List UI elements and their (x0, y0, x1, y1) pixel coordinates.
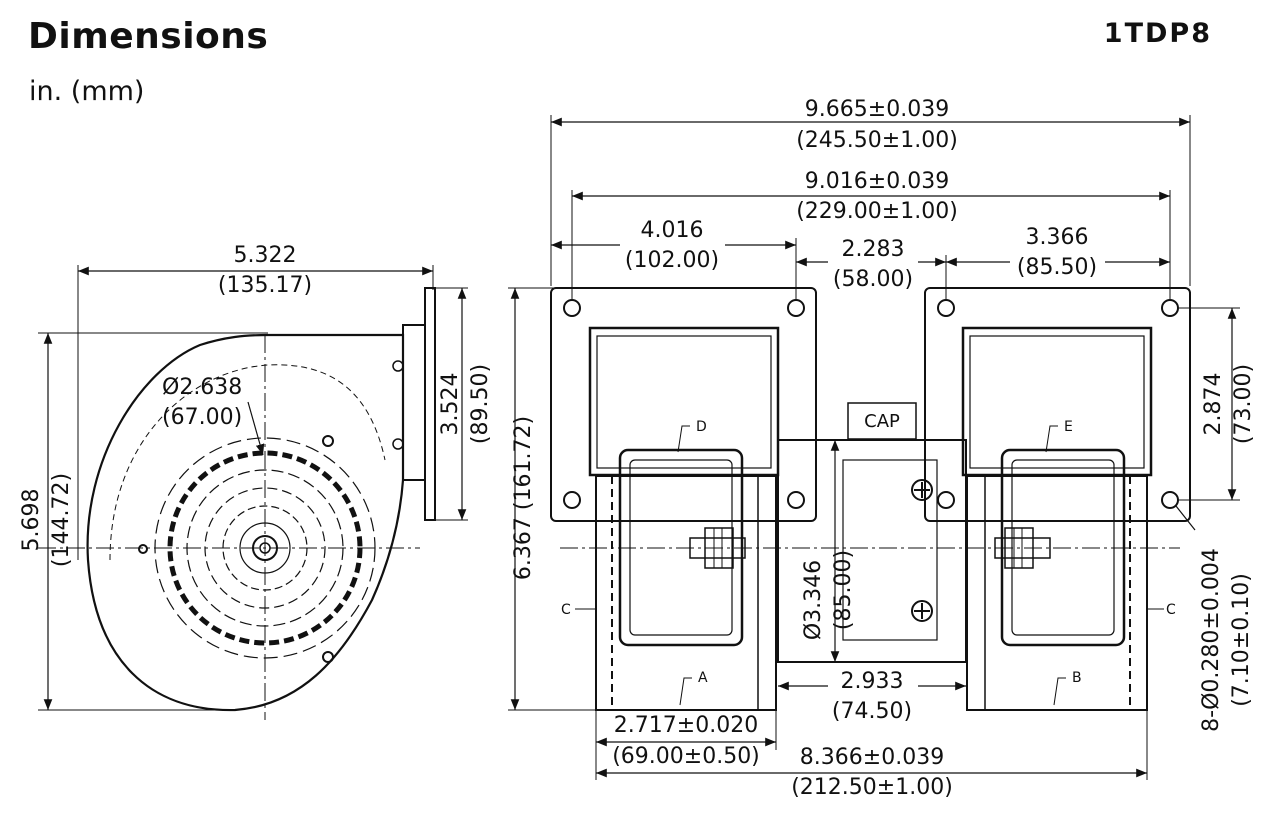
label-c-left: C (561, 602, 571, 618)
mount-plate (424, 287, 436, 521)
page-title: Dimensions (28, 16, 269, 57)
motor-screw (911, 479, 933, 501)
outlet-height-mm: (89.50) (468, 364, 493, 444)
front-view: CAP 9.665±0.039 (245.50±1.00) 9.016±0.03… (508, 97, 1256, 800)
label-d: D (696, 419, 707, 435)
capacitor (847, 402, 917, 440)
motor-diameter-in: Ø3.346 (801, 560, 826, 640)
motor-screw (911, 600, 933, 622)
center-gap-mm: (58.00) (833, 267, 913, 292)
motor-length-mm: (74.50) (832, 699, 912, 724)
center-gap-in: 2.283 (842, 237, 905, 262)
base-width-mm: (212.50±1.00) (791, 775, 953, 800)
left-mount-plate (550, 287, 817, 522)
left-spacing-mm: (102.00) (625, 248, 719, 273)
motor-length-in: 2.933 (841, 669, 904, 694)
outlet-flange (402, 324, 426, 481)
label-e: E (1064, 419, 1073, 435)
hole-span-in: 9.016±0.039 (805, 169, 949, 194)
hole-span-mm: (229.00±1.00) (796, 199, 958, 224)
motor-diameter-mm: (85.00) (831, 550, 856, 630)
right-spacing-mm: (85.50) (1017, 255, 1097, 280)
overall-width-in: 9.665±0.039 (805, 97, 949, 122)
left-housing (595, 475, 777, 711)
motor (777, 439, 967, 663)
inlet-diameter-mm: (67.00) (162, 405, 242, 430)
scroll-housing (86, 333, 405, 712)
mounting-holes-mm: (7.10±0.10) (1229, 573, 1254, 707)
mounting-hole (1161, 491, 1179, 509)
inlet-diameter-in: Ø2.638 (162, 375, 242, 400)
overall-width-mm: (245.50±1.00) (796, 128, 958, 153)
label-b: B (1072, 670, 1082, 686)
units-note: in. (mm) (29, 76, 145, 107)
right-spacing-in: 3.366 (1026, 225, 1089, 250)
right-housing (966, 475, 1148, 711)
side-height-mm: (144.72) (49, 473, 74, 567)
housing-width-in: 2.717±0.020 (614, 713, 758, 738)
outlet-height-in: 3.524 (438, 373, 463, 436)
side-height-in: 5.698 (19, 489, 44, 552)
label-a: A (698, 670, 708, 686)
label-c-right: C (1166, 602, 1176, 618)
vertical-spacing-in: 2.874 (1201, 373, 1226, 436)
side-width-in: 5.322 (234, 243, 297, 268)
side-width-mm: (135.17) (218, 273, 312, 298)
left-spacing-in: 4.016 (641, 218, 704, 243)
front-height: 6.367 (161.72) (511, 416, 536, 580)
side-view: 5.322 (135.17) Ø2.638 (67.00) 3.524 (89.… (19, 243, 493, 720)
housing-width-mm: (69.00±0.50) (612, 744, 760, 769)
base-width-in: 8.366±0.039 (800, 745, 944, 770)
capacitor-label: CAP (864, 411, 900, 432)
vertical-spacing-mm: (73.00) (1231, 364, 1256, 444)
model-number: 1TDP8 (1103, 18, 1212, 49)
right-mount-plate (924, 287, 1191, 522)
mounting-holes-in: 8-Ø0.280±0.004 (1199, 548, 1224, 732)
